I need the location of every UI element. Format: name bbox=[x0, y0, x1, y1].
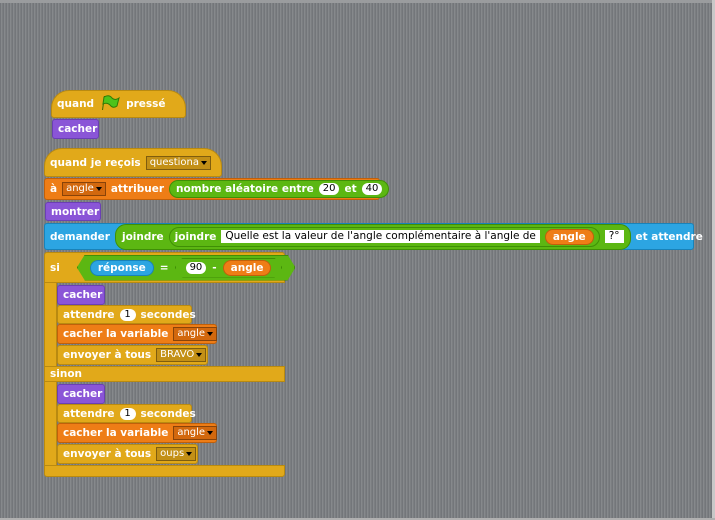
receive-label: quand je reçois bbox=[50, 156, 141, 169]
else-hide-var-name: angle bbox=[177, 427, 206, 438]
then-wait-input[interactable]: 1 bbox=[119, 308, 136, 321]
minus-sign: - bbox=[212, 261, 217, 274]
ask-wait-label: et attendre bbox=[635, 230, 703, 243]
random-to-input[interactable]: 40 bbox=[361, 183, 383, 195]
join-outer-label: joindre bbox=[121, 230, 164, 243]
chevron-down-icon bbox=[196, 353, 203, 357]
then-hide-var-name: angle bbox=[177, 328, 206, 339]
join-outer-operator[interactable]: joindre joindre Quelle est la valeur de … bbox=[114, 223, 631, 250]
show-block[interactable]: montrer bbox=[45, 202, 101, 221]
if-block-header[interactable]: si réponse = 90 - angle bbox=[44, 252, 285, 283]
else-label: sinon bbox=[50, 368, 83, 380]
then-hide-var-dropdown[interactable]: angle bbox=[173, 327, 218, 341]
bottom-border bbox=[0, 518, 715, 520]
when-flag-clicked-hat[interactable]: quand pressé bbox=[51, 90, 186, 118]
then-hide-label: cacher bbox=[63, 289, 103, 301]
minus-operator[interactable]: 90 - angle bbox=[175, 258, 283, 278]
chevron-down-icon bbox=[95, 187, 102, 191]
equals-operator[interactable]: réponse = 90 - angle bbox=[77, 255, 296, 281]
if-block-footer bbox=[44, 465, 285, 477]
then-broadcast-dropdown[interactable]: BRAVO bbox=[156, 348, 207, 362]
then-broadcast-msg: BRAVO bbox=[160, 349, 195, 360]
chevron-down-icon bbox=[186, 452, 193, 456]
degree-suffix-input[interactable]: ?° bbox=[604, 230, 624, 243]
random-from-input[interactable]: 20 bbox=[318, 183, 340, 195]
else-divider[interactable]: sinon bbox=[44, 366, 285, 382]
else-hide-block[interactable]: cacher bbox=[57, 384, 105, 404]
else-broadcast-label: envoyer à tous bbox=[63, 448, 152, 460]
then-broadcast-block[interactable]: envoyer à tous BRAVO bbox=[57, 345, 208, 365]
then-hide-block[interactable]: cacher bbox=[57, 285, 105, 305]
message-dropdown[interactable]: questiona bbox=[145, 155, 212, 170]
join-inner-label: joindre bbox=[174, 230, 217, 243]
question-text-input[interactable]: Quelle est la valeur de l'angle compléme… bbox=[221, 230, 540, 243]
then-hide-var-label: cacher la variable bbox=[63, 328, 169, 340]
set-to-label: à bbox=[50, 183, 58, 195]
then-wait-label: attendre bbox=[63, 308, 115, 321]
ask-label: demander bbox=[50, 230, 110, 243]
hide-label: cacher bbox=[58, 123, 98, 135]
else-hide-var-label: cacher la variable bbox=[63, 427, 169, 439]
set-attribuer-label: attribuer bbox=[110, 183, 165, 195]
angle-reporter-condition[interactable]: angle bbox=[223, 260, 272, 276]
top-border bbox=[0, 0, 715, 3]
set-variable-name: angle bbox=[66, 183, 94, 194]
then-wait-unit: secondes bbox=[140, 308, 196, 321]
ninety-input[interactable]: 90 bbox=[186, 262, 207, 274]
chevron-down-icon bbox=[207, 332, 214, 336]
else-wait-block[interactable]: attendre 1 secondes bbox=[57, 404, 196, 423]
then-wait-block[interactable]: attendre 1 secondes bbox=[57, 305, 196, 324]
random-and-label: et bbox=[344, 183, 357, 195]
ask-and-wait-block[interactable]: demander joindre joindre Quelle est la v… bbox=[44, 223, 703, 250]
set-variable-dropdown[interactable]: angle bbox=[62, 182, 106, 196]
then-hide-variable-block[interactable]: cacher la variable angle bbox=[57, 324, 218, 344]
equals-sign: = bbox=[159, 261, 169, 274]
join-inner-operator[interactable]: joindre Quelle est la valeur de l'angle … bbox=[168, 226, 600, 247]
when-i-receive-hat[interactable]: quand je reçois questiona bbox=[44, 148, 222, 177]
chevron-down-icon bbox=[207, 431, 214, 435]
show-label: montrer bbox=[51, 205, 100, 218]
random-label: nombre aléatoire entre bbox=[176, 183, 314, 195]
else-wait-label: attendre bbox=[63, 407, 115, 420]
chevron-down-icon bbox=[201, 160, 208, 165]
set-variable-block[interactable]: à angle attribuer nombre aléatoire entre… bbox=[44, 178, 390, 200]
green-flag-icon bbox=[99, 94, 121, 114]
else-wait-unit: secondes bbox=[140, 407, 196, 420]
else-hide-var-dropdown[interactable]: angle bbox=[173, 426, 218, 440]
message-name: questiona bbox=[149, 156, 200, 168]
scrollbar-track[interactable] bbox=[712, 0, 715, 520]
then-broadcast-label: envoyer à tous bbox=[63, 349, 152, 361]
angle-variable-reporter[interactable]: angle bbox=[544, 228, 594, 245]
hat-when-label: quand bbox=[57, 98, 95, 110]
else-hide-label: cacher bbox=[63, 388, 103, 400]
if-label: si bbox=[50, 261, 60, 274]
hat-pressed-label: pressé bbox=[126, 98, 166, 110]
else-hide-variable-block[interactable]: cacher la variable angle bbox=[57, 423, 218, 443]
else-broadcast-block[interactable]: envoyer à tous oups bbox=[57, 444, 198, 464]
random-operator[interactable]: nombre aléatoire entre 20 et 40 bbox=[169, 180, 390, 198]
else-broadcast-msg: oups bbox=[160, 448, 185, 459]
else-broadcast-dropdown[interactable]: oups bbox=[156, 447, 197, 461]
else-wait-input[interactable]: 1 bbox=[119, 407, 136, 420]
answer-reporter[interactable]: réponse bbox=[90, 260, 154, 276]
hide-block[interactable]: cacher bbox=[52, 119, 99, 139]
